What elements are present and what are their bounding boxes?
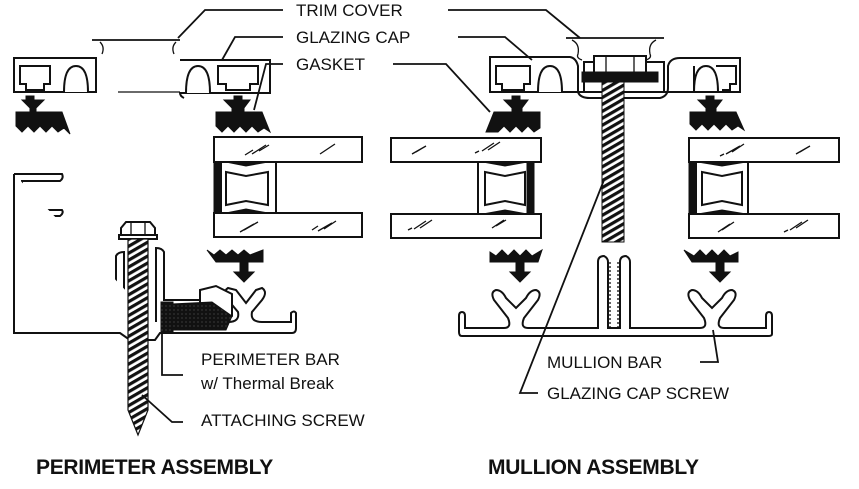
glazing-cap-screw (581, 55, 659, 243)
mullion-bar (458, 254, 773, 337)
mullion-gasket-top-left (485, 95, 541, 133)
mullion-glass-upper-right (688, 137, 840, 163)
perimeter-glazing-cap (13, 57, 271, 99)
mullion-gasket-top-right (689, 95, 746, 132)
thermal-break (160, 301, 174, 333)
leader-gasket-right (393, 63, 491, 113)
leader-glazing-cap-left (221, 36, 283, 61)
perimeter-gasket-bottom (206, 249, 264, 283)
leader-mullion-bar (700, 329, 720, 363)
leader-attaching-screw (141, 394, 183, 423)
perimeter-gasket-top-left (15, 95, 71, 135)
leader-trim-cover-left (177, 9, 283, 39)
attaching-screw (118, 221, 158, 437)
label-perimeter-bar: PERIMETER BAR (201, 350, 340, 369)
perimeter-glass-upper (213, 136, 363, 163)
title-perimeter-assembly: PERIMETER ASSEMBLY (36, 456, 273, 479)
perimeter-spacer (213, 161, 277, 214)
label-mullion-bar: MULLION BAR (547, 353, 662, 372)
top-callouts: TRIM COVER GLAZING CAP GASKET (177, 1, 581, 113)
mullion-glass-upper-left (390, 137, 542, 163)
mullion-assembly: MULLION BAR GLAZING CAP SCREW MULLION AS… (390, 37, 840, 479)
perimeter-trim-cover (92, 39, 180, 55)
mullion-glass-lower-left (390, 213, 542, 239)
leader-glazing-cap-right (458, 36, 533, 61)
mullion-gasket-bottom-right (683, 249, 739, 283)
mullion-glass-lower-right (688, 213, 840, 239)
leader-trim-cover-right (448, 9, 581, 39)
title-mullion-assembly: MULLION ASSEMBLY (488, 456, 699, 479)
leader-glazing-cap-screw (518, 179, 605, 394)
leader-perimeter-bar (161, 333, 183, 376)
label-thermal-break: w/ Thermal Break (200, 374, 334, 393)
mullion-trim-cover (566, 37, 664, 61)
mullion-spacer-left (477, 161, 535, 215)
perimeter-assembly: PERIMETER BAR w/ Thermal Break ATTACHING… (13, 39, 365, 479)
label-attaching-screw: ATTACHING SCREW (201, 411, 365, 430)
label-glazing-cap-screw: GLAZING CAP SCREW (547, 384, 729, 403)
perimeter-glass-lower (213, 212, 363, 238)
perimeter-gasket-top-right (215, 95, 272, 134)
mullion-gasket-bottom-left (489, 248, 543, 283)
label-gasket: GASKET (296, 55, 365, 74)
label-glazing-cap: GLAZING CAP (296, 28, 410, 47)
mullion-spacer-right (688, 161, 749, 215)
leader-gasket-left (253, 63, 283, 111)
label-trim-cover: TRIM COVER (296, 1, 403, 20)
thermal-break-gasket (171, 301, 233, 331)
